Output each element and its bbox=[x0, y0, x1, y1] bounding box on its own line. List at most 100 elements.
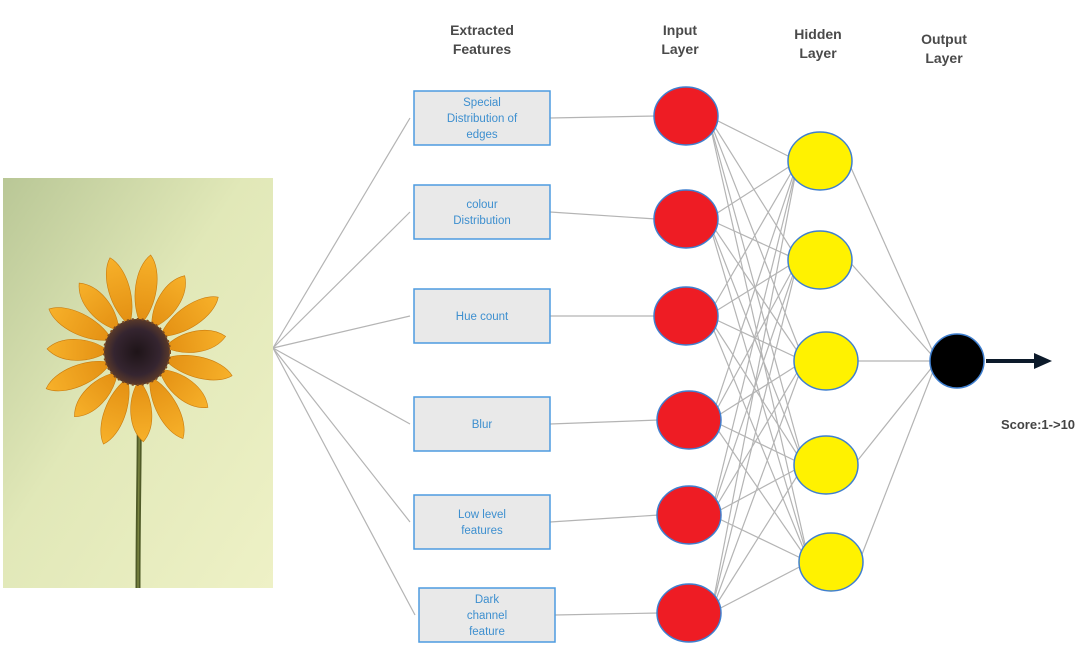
input-to-hidden-link bbox=[710, 160, 799, 421]
feature-box-3: Hue count bbox=[413, 288, 551, 344]
feature-box-frame bbox=[413, 184, 551, 240]
photo-to-feature-link bbox=[272, 315, 411, 349]
header-hidden-layer: Hidden Layer bbox=[794, 26, 841, 61]
feature-box-frame bbox=[418, 587, 556, 643]
input-to-hidden-link bbox=[707, 315, 805, 362]
flower-center-ring bbox=[103, 318, 171, 386]
feature-label: feature bbox=[469, 626, 505, 638]
feature-label: colour bbox=[466, 199, 497, 211]
hidden-node bbox=[787, 230, 853, 290]
header-input-layer-line1: Input bbox=[663, 22, 698, 38]
hidden-node bbox=[798, 532, 864, 592]
photo-to-feature-link bbox=[272, 117, 411, 349]
feature-to-input-link bbox=[549, 419, 660, 425]
output-node bbox=[929, 333, 985, 389]
input-node bbox=[653, 86, 719, 146]
hidden-to-output-link bbox=[847, 259, 938, 362]
input-to-hidden-link bbox=[710, 259, 799, 614]
output-layer-nodes bbox=[929, 333, 985, 389]
petal bbox=[106, 257, 133, 326]
hidden-node bbox=[787, 131, 853, 191]
flower-center bbox=[104, 319, 170, 385]
petal bbox=[163, 355, 233, 381]
input-to-hidden-link bbox=[707, 315, 810, 563]
feature-label: features bbox=[461, 525, 503, 537]
input-to-hidden-link bbox=[710, 160, 799, 614]
header-input-layer-line2: Layer bbox=[661, 41, 699, 57]
output-arrow bbox=[986, 353, 1052, 369]
header-input-layer: Input Layer bbox=[661, 22, 699, 57]
feature-to-input-link bbox=[549, 115, 657, 119]
feature-box-4: Blur bbox=[413, 396, 551, 452]
feature-label: Blur bbox=[472, 419, 493, 431]
hidden-to-output-link bbox=[847, 160, 938, 362]
flower-petals bbox=[45, 254, 233, 445]
input-node bbox=[653, 189, 719, 249]
feature-label: Distribution of bbox=[447, 113, 518, 125]
header-extracted-features: Extracted Features bbox=[450, 22, 514, 57]
petal bbox=[48, 307, 113, 341]
input-to-hidden-link bbox=[710, 419, 805, 466]
petal bbox=[100, 377, 130, 445]
header-hidden-layer-line1: Hidden bbox=[794, 26, 841, 42]
feature-label: channel bbox=[467, 610, 507, 622]
petal bbox=[159, 296, 219, 337]
input-to-hidden-link bbox=[707, 160, 799, 317]
feature-box-6: Dark channel feature bbox=[418, 587, 556, 643]
feature-to-input-link bbox=[554, 612, 660, 616]
input-layer-nodes bbox=[653, 86, 722, 643]
input-to-hidden-link bbox=[710, 514, 810, 563]
flower-photo bbox=[3, 178, 273, 589]
petal bbox=[78, 282, 120, 331]
input-to-hidden-link bbox=[710, 464, 805, 614]
hidden-to-output-link bbox=[853, 360, 938, 466]
input-to-hidden-link bbox=[707, 115, 810, 563]
input-to-hidden-link bbox=[710, 360, 805, 614]
feature-box-5: Low level features bbox=[413, 494, 551, 550]
feature-label: Hue count bbox=[456, 311, 509, 323]
photo-to-feature-link bbox=[272, 347, 411, 523]
petal bbox=[134, 254, 158, 325]
score-label: Score:1->10 bbox=[1001, 417, 1075, 432]
feature-box-frame bbox=[413, 494, 551, 550]
hidden-layer-nodes bbox=[787, 131, 864, 592]
petal bbox=[46, 339, 110, 361]
petal bbox=[151, 275, 186, 329]
photo-to-feature-link bbox=[272, 347, 411, 425]
input-to-hidden-link bbox=[707, 115, 799, 162]
hidden-node bbox=[793, 331, 859, 391]
input-to-hidden-link bbox=[707, 259, 799, 317]
petal bbox=[149, 376, 185, 439]
header-hidden-layer-line2: Layer bbox=[799, 45, 837, 61]
feature-label: Dark bbox=[475, 594, 500, 606]
petal bbox=[45, 361, 112, 392]
feature-label: Low level bbox=[458, 509, 506, 521]
input-node bbox=[653, 286, 719, 346]
input-to-hidden-link bbox=[710, 419, 810, 563]
input-to-hidden-link bbox=[710, 464, 805, 516]
petal bbox=[74, 371, 118, 418]
output-arrow-head bbox=[1034, 353, 1052, 369]
hidden-to-output-link bbox=[858, 360, 938, 563]
header-output-layer: Output Layer bbox=[921, 31, 967, 66]
input-to-hidden-link bbox=[710, 160, 799, 516]
header-output-layer-line1: Output bbox=[921, 31, 967, 47]
input-to-hidden-link bbox=[707, 315, 805, 466]
input-to-hidden-link bbox=[710, 561, 810, 614]
feature-label: Distribution bbox=[453, 215, 511, 227]
input-node bbox=[656, 390, 722, 450]
connection-lines bbox=[272, 115, 938, 616]
feature-to-input-link bbox=[549, 514, 660, 523]
header-extracted-features-line2: Features bbox=[453, 41, 512, 57]
petal bbox=[130, 379, 153, 443]
input-to-hidden-link bbox=[707, 218, 805, 466]
input-to-hidden-link bbox=[707, 115, 805, 362]
feature-to-input-link bbox=[549, 211, 657, 220]
header-output-layer-line2: Layer bbox=[925, 50, 963, 66]
feature-label: Special bbox=[463, 97, 501, 109]
input-to-hidden-link bbox=[710, 360, 805, 516]
